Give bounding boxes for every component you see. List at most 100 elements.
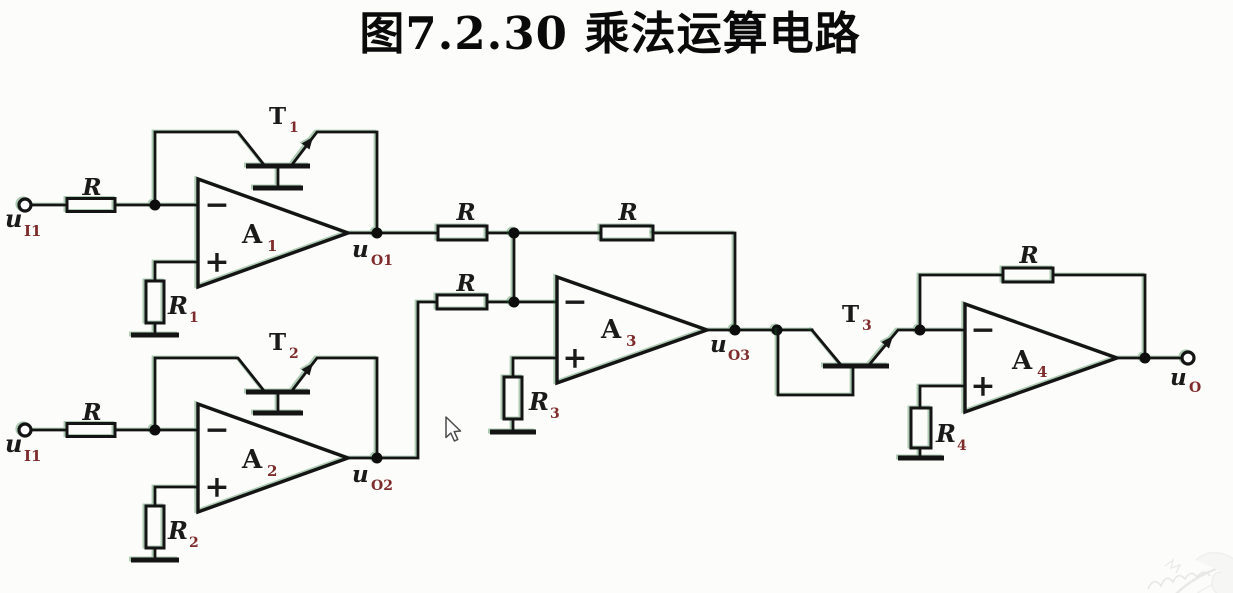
a1-label: A bbox=[241, 220, 263, 250]
input2-subscript: I1 bbox=[24, 447, 41, 465]
r4-subscript: 4 bbox=[957, 438, 967, 454]
figure-title: 图7.2.30 乘法运算电路 bbox=[359, 7, 860, 60]
r1-label: R bbox=[167, 291, 188, 320]
r2-subscript: 2 bbox=[189, 535, 199, 551]
resistor-a4-feedback bbox=[1001, 266, 1055, 284]
t3-emitter-wire bbox=[867, 328, 967, 367]
opamp-a2-triangle bbox=[196, 401, 354, 515]
junction-dot bbox=[914, 324, 926, 336]
resistor-r3 bbox=[502, 375, 524, 421]
a1-subscript: 1 bbox=[267, 237, 277, 255]
resistor-sum-fb-label: R bbox=[617, 199, 637, 226]
junction-dot bbox=[508, 227, 520, 239]
resistor-sum-in1 bbox=[436, 224, 489, 242]
resistor-sum-feedback bbox=[599, 224, 655, 242]
r1-subscript: 1 bbox=[189, 310, 199, 326]
input1-subscript: I1 bbox=[24, 222, 41, 240]
a2-plus-sign: + bbox=[204, 470, 229, 505]
a2-subscript: 2 bbox=[267, 462, 277, 480]
resistor-sum-in2 bbox=[435, 293, 489, 311]
uo1-label: u bbox=[352, 236, 369, 263]
resistor-input2-label: R bbox=[81, 399, 101, 426]
r1-wire bbox=[153, 260, 200, 335]
r2-label: R bbox=[167, 516, 188, 545]
t1-subscript: 1 bbox=[289, 120, 299, 136]
t2-collector-feedback-wire bbox=[153, 356, 267, 432]
a3-plus-sign: + bbox=[562, 341, 587, 376]
stage-a2-log-amplifier bbox=[17, 293, 559, 563]
labels: u I1 u I1 R R T 1 T 2 T 3 A 1 A 2 A 3 A … bbox=[5, 103, 1201, 551]
junction-dot bbox=[149, 199, 161, 211]
a3-minus-sign: − bbox=[562, 285, 587, 320]
r4-label: R bbox=[935, 419, 956, 448]
a4-label: A bbox=[1011, 346, 1033, 376]
a4-minus-sign: − bbox=[970, 313, 995, 348]
t1-label: T bbox=[269, 103, 286, 130]
t2-emitter-arrow bbox=[301, 363, 313, 376]
resistor-sum-in2-label: R bbox=[455, 270, 475, 297]
watermark-blob bbox=[1195, 551, 1233, 593]
r3-wire bbox=[511, 356, 559, 432]
resistor-r2 bbox=[144, 504, 166, 550]
t3-base-loop-wire bbox=[776, 328, 855, 397]
junction-dot bbox=[1139, 352, 1151, 364]
t3-emitter-arrow bbox=[881, 336, 893, 349]
junction-dot bbox=[371, 452, 383, 464]
t3-subscript: 3 bbox=[862, 318, 872, 334]
a3-subscript: 3 bbox=[626, 332, 636, 350]
uo3-label: u bbox=[710, 331, 727, 358]
a3-label: A bbox=[600, 315, 622, 345]
a1-minus-sign: − bbox=[204, 188, 229, 223]
a1-plus-sign: + bbox=[204, 245, 229, 280]
t1-emitter-feedback-wire bbox=[289, 130, 379, 235]
output-terminal bbox=[1180, 350, 1196, 366]
t3-collector-wire bbox=[810, 328, 843, 367]
t3-label: T bbox=[842, 301, 859, 328]
t2-subscript: 2 bbox=[289, 346, 299, 362]
input2-label: u bbox=[5, 429, 22, 458]
resistor-r4 bbox=[909, 406, 933, 450]
resistor-input1 bbox=[65, 197, 117, 213]
junction-dot bbox=[371, 227, 383, 239]
r3-label: R bbox=[528, 387, 549, 416]
uo2-subscript: O2 bbox=[371, 478, 393, 494]
t2-label: T bbox=[269, 329, 286, 356]
resistor-input1-label: R bbox=[81, 174, 101, 201]
watermark-sprig bbox=[1164, 558, 1182, 574]
a2-label: A bbox=[241, 445, 263, 475]
stage-a4-antilog-amplifier bbox=[776, 266, 1196, 461]
uo-subscript: O bbox=[1189, 380, 1201, 396]
mouse-cursor bbox=[445, 416, 462, 442]
uo2-label: u bbox=[352, 461, 369, 488]
junction-dot bbox=[508, 296, 520, 308]
junction-dot bbox=[729, 324, 741, 336]
stage-a1-log-amplifier bbox=[17, 130, 737, 338]
opamp-a3-triangle bbox=[555, 274, 713, 386]
stage-a3-summing-amplifier bbox=[490, 224, 814, 435]
resistor-a4-fb-label: R bbox=[1018, 242, 1038, 269]
t1-emitter-arrow bbox=[301, 137, 313, 150]
a4-plus-sign: + bbox=[970, 369, 995, 404]
uo-label: u bbox=[1170, 364, 1187, 391]
input1-label: u bbox=[5, 204, 22, 233]
uo3-subscript: O3 bbox=[728, 348, 750, 364]
a2-output-wire bbox=[346, 300, 559, 460]
a2-minus-sign: − bbox=[204, 413, 229, 448]
uo1-subscript: O1 bbox=[371, 253, 393, 269]
resistor-r1 bbox=[144, 279, 166, 325]
a4-subscript: 4 bbox=[1037, 363, 1047, 381]
resistor-input2 bbox=[65, 422, 117, 438]
r3-subscript: 3 bbox=[550, 406, 560, 422]
junction-dot bbox=[149, 424, 161, 436]
opamp-a4-triangle bbox=[963, 301, 1123, 415]
r2-wire bbox=[153, 485, 200, 560]
watermark-logo bbox=[1147, 551, 1233, 593]
a1-output-wire bbox=[346, 231, 737, 332]
resistor-sum-in1-label: R bbox=[455, 199, 475, 226]
watermark-ornament bbox=[1147, 571, 1211, 590]
a4-feedback-wire bbox=[918, 273, 1147, 360]
opamp-a1-triangle bbox=[196, 176, 354, 290]
t2-emitter-feedback-wire bbox=[289, 356, 379, 460]
